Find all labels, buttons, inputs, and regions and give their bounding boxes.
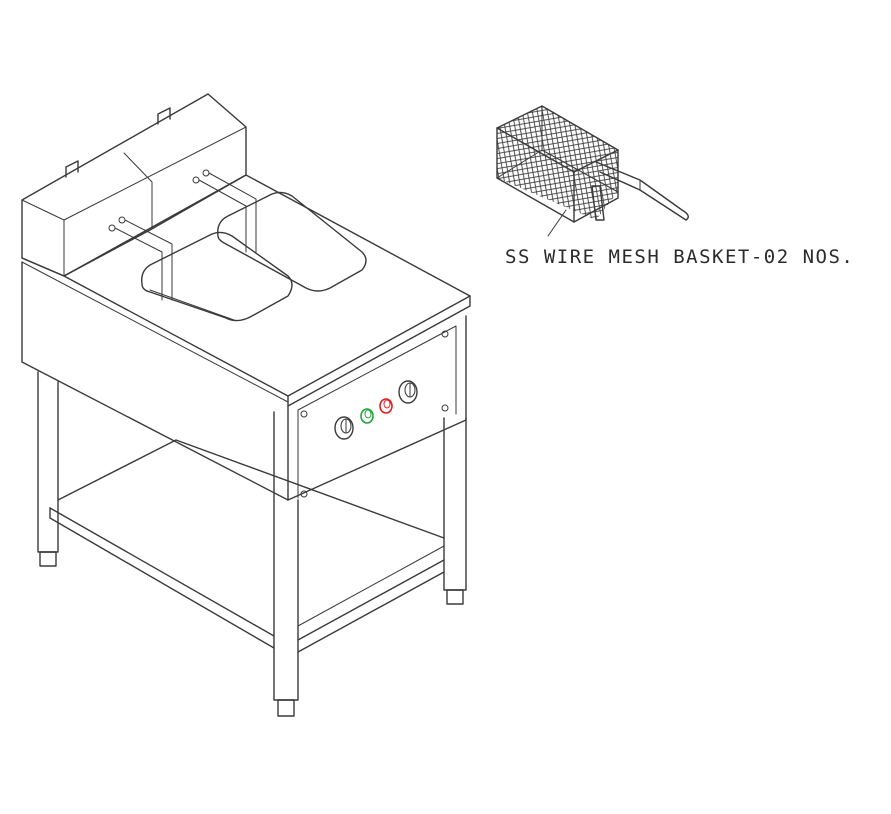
thermostat-knob-left[interactable]	[334, 416, 354, 440]
back-housing	[21, 93, 247, 277]
lid-handle-left	[65, 160, 79, 178]
heating-elements	[108, 169, 257, 301]
lid-handle-right	[157, 107, 171, 125]
control-panel	[334, 380, 418, 440]
thermostat-knob-right[interactable]	[398, 380, 418, 404]
green-indicator-light	[360, 408, 374, 424]
basket-leader-line	[547, 209, 567, 237]
basket-label: SS WIRE MESH BASKET-02 NOS.	[505, 246, 855, 268]
worktop	[21, 174, 471, 407]
cabinet-body	[21, 261, 467, 501]
undershelf	[49, 439, 445, 653]
legs	[37, 371, 467, 717]
wire-mesh-basket	[496, 105, 689, 237]
basket-hook-bracket	[591, 185, 605, 221]
fry-well-left	[141, 231, 293, 322]
red-indicator-light	[379, 398, 393, 414]
fry-well-right	[217, 191, 367, 292]
